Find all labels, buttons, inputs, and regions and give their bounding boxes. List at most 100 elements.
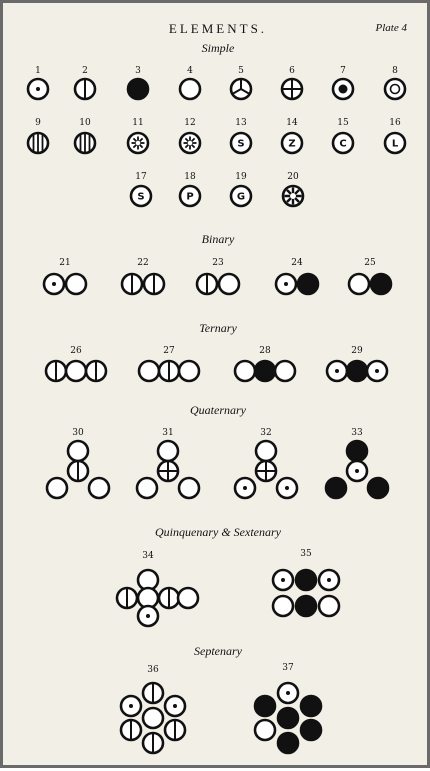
element-symbol <box>87 476 111 500</box>
section-label-quinquenary: Quinquenary & Sextenary <box>155 525 281 539</box>
element-symbol <box>253 694 277 718</box>
element-number: 13 <box>235 118 247 128</box>
symbol-dot <box>375 369 379 373</box>
element-symbol <box>296 272 320 296</box>
element-number: 12 <box>184 118 195 128</box>
symbol-dot <box>36 87 40 91</box>
symbol-letter: L <box>392 139 399 150</box>
symbol-letter: P <box>186 192 193 203</box>
symbol-line <box>240 88 251 95</box>
element-number: 5 <box>238 66 244 76</box>
symbol-ring <box>389 83 401 95</box>
element-symbol <box>276 731 300 755</box>
element-number: 30 <box>72 428 84 438</box>
symbol-star-center <box>290 193 296 199</box>
element-symbol <box>276 706 300 730</box>
element-symbol <box>273 359 297 383</box>
element-symbol <box>135 476 159 500</box>
element-number: 27 <box>163 346 175 356</box>
element-symbol <box>345 439 369 463</box>
element-number: 3 <box>135 66 141 76</box>
element-symbol <box>64 359 88 383</box>
element-symbol <box>177 476 201 500</box>
element-symbol <box>66 439 90 463</box>
section-label-septenary: Septenary <box>194 644 242 658</box>
element-number: 15 <box>337 118 349 128</box>
element-symbol <box>156 439 180 463</box>
element-number: 11 <box>132 118 143 128</box>
symbol-dot <box>327 578 331 582</box>
element-symbol <box>383 131 407 155</box>
element-number: 31 <box>162 428 173 438</box>
symbol-letter: Z <box>288 139 295 150</box>
element-number: 37 <box>282 663 294 673</box>
symbol-dot <box>281 578 285 582</box>
element-number: 34 <box>142 551 154 561</box>
element-number: 1 <box>35 66 41 76</box>
element-number: 23 <box>212 258 224 268</box>
symbol-dot <box>173 704 177 708</box>
element-number: 29 <box>351 346 363 356</box>
element-symbol <box>141 706 165 730</box>
element-symbol <box>229 131 253 155</box>
symbol-letter: C <box>339 139 346 150</box>
element-number: 25 <box>364 258 376 268</box>
symbol-dot <box>335 369 339 373</box>
element-symbol <box>271 594 295 618</box>
symbol-dot <box>146 614 150 618</box>
symbol-star-center <box>135 140 141 146</box>
element-number: 7 <box>340 66 346 76</box>
element-number: 35 <box>300 549 312 559</box>
element-number: 2 <box>82 66 88 76</box>
symbol-dot <box>129 704 133 708</box>
element-symbol <box>345 359 369 383</box>
element-symbol <box>217 272 241 296</box>
element-number: 9 <box>35 118 41 128</box>
element-number: 21 <box>59 258 70 268</box>
element-symbol <box>317 594 341 618</box>
symbol-dot <box>355 469 359 473</box>
element-symbol <box>347 272 371 296</box>
element-number: 17 <box>135 172 147 182</box>
element-symbol <box>324 476 348 500</box>
symbol-dot <box>338 84 348 94</box>
element-symbol <box>383 77 407 101</box>
element-number: 32 <box>260 428 271 438</box>
element-number: 18 <box>184 172 196 182</box>
element-number: 8 <box>392 66 398 76</box>
element-symbol <box>177 359 201 383</box>
element-number: 33 <box>351 428 363 438</box>
element-symbol <box>64 272 88 296</box>
element-symbol <box>45 476 69 500</box>
symbol-dot <box>285 486 289 490</box>
element-symbol <box>137 359 161 383</box>
element-number: 16 <box>389 118 401 128</box>
element-symbol <box>253 359 277 383</box>
element-symbol <box>294 568 318 592</box>
element-symbol <box>233 359 257 383</box>
plate-title: ELEMENTS. <box>168 21 268 36</box>
symbol-letter: G <box>237 192 245 203</box>
section-label-quaternary: Quaternary <box>190 403 246 417</box>
element-number: 36 <box>147 665 159 675</box>
element-symbol <box>178 184 202 208</box>
element-number: 24 <box>291 258 303 268</box>
symbol-letter: S <box>137 192 144 203</box>
element-symbol <box>299 694 323 718</box>
plate-number: Plate 4 <box>375 22 407 34</box>
element-number: 14 <box>286 118 298 128</box>
element-number: 20 <box>287 172 299 182</box>
element-symbol <box>280 131 304 155</box>
element-symbol <box>126 77 150 101</box>
element-number: 28 <box>259 346 271 356</box>
element-number: 19 <box>235 172 247 182</box>
element-symbol <box>299 718 323 742</box>
element-number: 6 <box>289 66 295 76</box>
element-number: 4 <box>187 66 193 76</box>
symbol-dot <box>284 282 288 286</box>
element-symbol <box>366 476 390 500</box>
element-symbol <box>129 184 153 208</box>
element-number: 10 <box>79 118 91 128</box>
symbol-dot <box>286 691 290 695</box>
